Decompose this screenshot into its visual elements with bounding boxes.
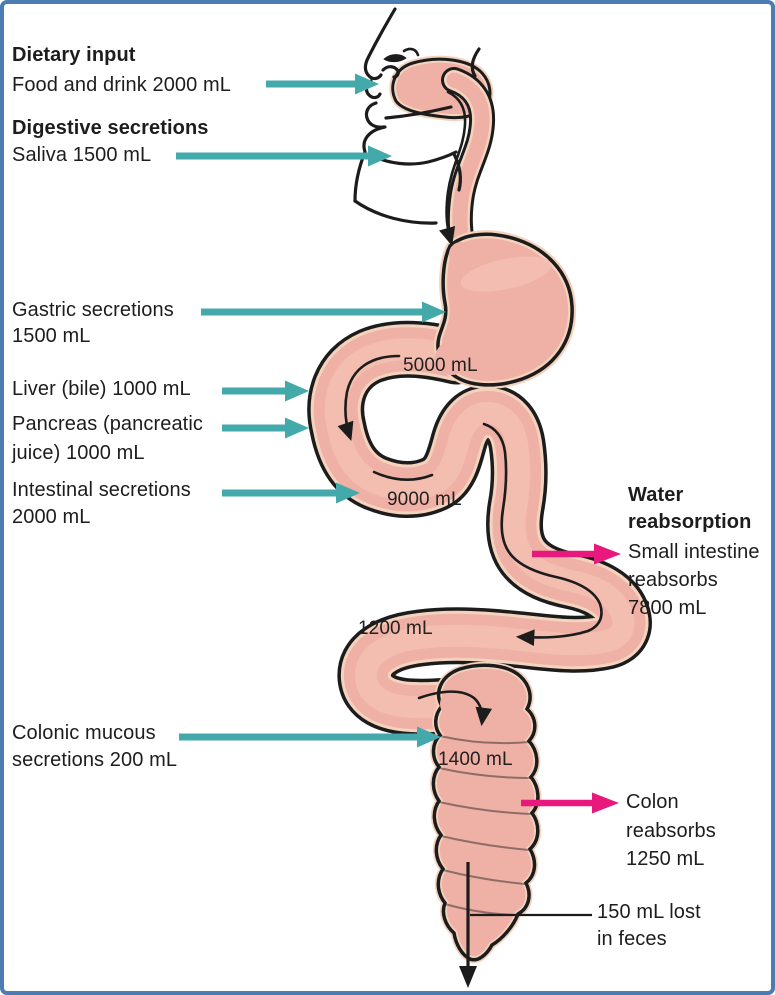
eye-shape <box>383 54 407 63</box>
colon-outline <box>431 663 540 962</box>
label-small-intestine-line2: reabsorbs <box>628 569 718 591</box>
label-dietary-heading: Dietary input <box>12 44 136 66</box>
secretion-arrow-gastric <box>201 301 446 323</box>
jaw-line <box>369 150 458 166</box>
volume-label-colon: 1400 mL <box>438 749 513 770</box>
throat-line <box>452 152 462 192</box>
oral-cavity-outline <box>391 57 492 120</box>
label-small-intestine-line3: 7800 mL <box>628 597 707 619</box>
label-colon-line2: reabsorbs <box>626 820 716 842</box>
secretion-arrow-food <box>266 73 379 95</box>
volume-label-upper-small-intestine: 9000 mL <box>387 489 462 510</box>
chin-neck-line <box>353 125 387 203</box>
label-colon-line1: Colon <box>626 791 679 813</box>
label-water-heading-line2: reabsorption <box>628 511 752 533</box>
ileocecal-junction-patch <box>440 690 468 718</box>
digestive-tract-illustration <box>176 7 652 988</box>
cardia-junction-patch <box>449 242 473 266</box>
label-colon-line3: 1250 mL <box>626 848 705 870</box>
secretion-arrow-colonic <box>179 726 441 748</box>
label-secretions-heading: Digestive secretions <box>12 117 209 139</box>
label-colonic-line1: Colonic mucous <box>12 722 156 744</box>
duodenum-flow-arrow <box>337 354 401 441</box>
stomach-outline <box>436 232 574 387</box>
lower-lip-line <box>364 101 386 129</box>
secretion-arrow-pancreas <box>222 417 309 439</box>
label-gastric-line1: Gastric secretions <box>12 299 174 321</box>
ileum-flow-arrow <box>482 422 603 646</box>
pylorus-junction-patch <box>435 341 469 375</box>
label-pancreas-line1: Pancreas (pancreatic <box>12 413 203 435</box>
label-liver: Liver (bile) 1000 mL <box>12 378 191 400</box>
stomach-highlight <box>460 256 552 292</box>
nostril-line <box>381 65 400 79</box>
feces-output-arrow <box>459 862 477 988</box>
label-intestinal-line2: 2000 mL <box>12 506 91 528</box>
jejunum-inner-line <box>372 470 434 481</box>
secretion-arrow-saliva <box>176 145 392 167</box>
volume-label-lower-small-intestine: 1200 mL <box>358 618 433 639</box>
reabsorption-arrows <box>521 543 621 814</box>
reabsorption-arrow-colon <box>521 792 619 814</box>
secretion-arrows <box>176 73 446 748</box>
label-food-drink: Food and drink 2000 mL <box>12 74 232 96</box>
mouth-floor-line <box>384 105 453 120</box>
ear-line <box>470 47 481 78</box>
small-intestine-highlight <box>324 338 635 719</box>
label-gastric-line2: 1500 mL <box>12 325 91 347</box>
label-pancreas-line2: juice) 1000 mL <box>12 442 145 464</box>
label-saliva: Saliva 1500 mL <box>12 144 152 166</box>
esophagus-flow-arrow <box>439 90 467 247</box>
brow-line <box>402 47 420 57</box>
label-colonic-line2: secretions 200 mL <box>12 749 178 771</box>
volume-label-stomach: 5000 mL <box>403 355 478 376</box>
forehead-nose-line <box>363 7 397 81</box>
feces-output <box>459 862 592 988</box>
label-feces-line1: 150 mL lost <box>597 901 701 923</box>
colon <box>429 661 542 964</box>
secretion-arrow-liver <box>222 380 309 402</box>
label-small-intestine-line1: Small intestine <box>628 541 760 563</box>
reabsorption-arrow-small-intestine <box>532 543 621 565</box>
label-intestinal-line1: Intestinal secretions <box>12 479 191 501</box>
flow-direction-arrows <box>337 90 603 727</box>
esophagus <box>441 67 496 267</box>
colon-entry-flow-arrow <box>417 690 493 727</box>
label-water-heading-line1: Water <box>628 484 684 506</box>
esophagus-body <box>446 72 490 262</box>
secretion-arrow-intestinal <box>222 482 360 504</box>
shoulder-line <box>353 199 438 225</box>
stomach <box>433 230 577 389</box>
label-feces-line2: in feces <box>597 928 667 950</box>
small-intestine <box>307 320 652 736</box>
